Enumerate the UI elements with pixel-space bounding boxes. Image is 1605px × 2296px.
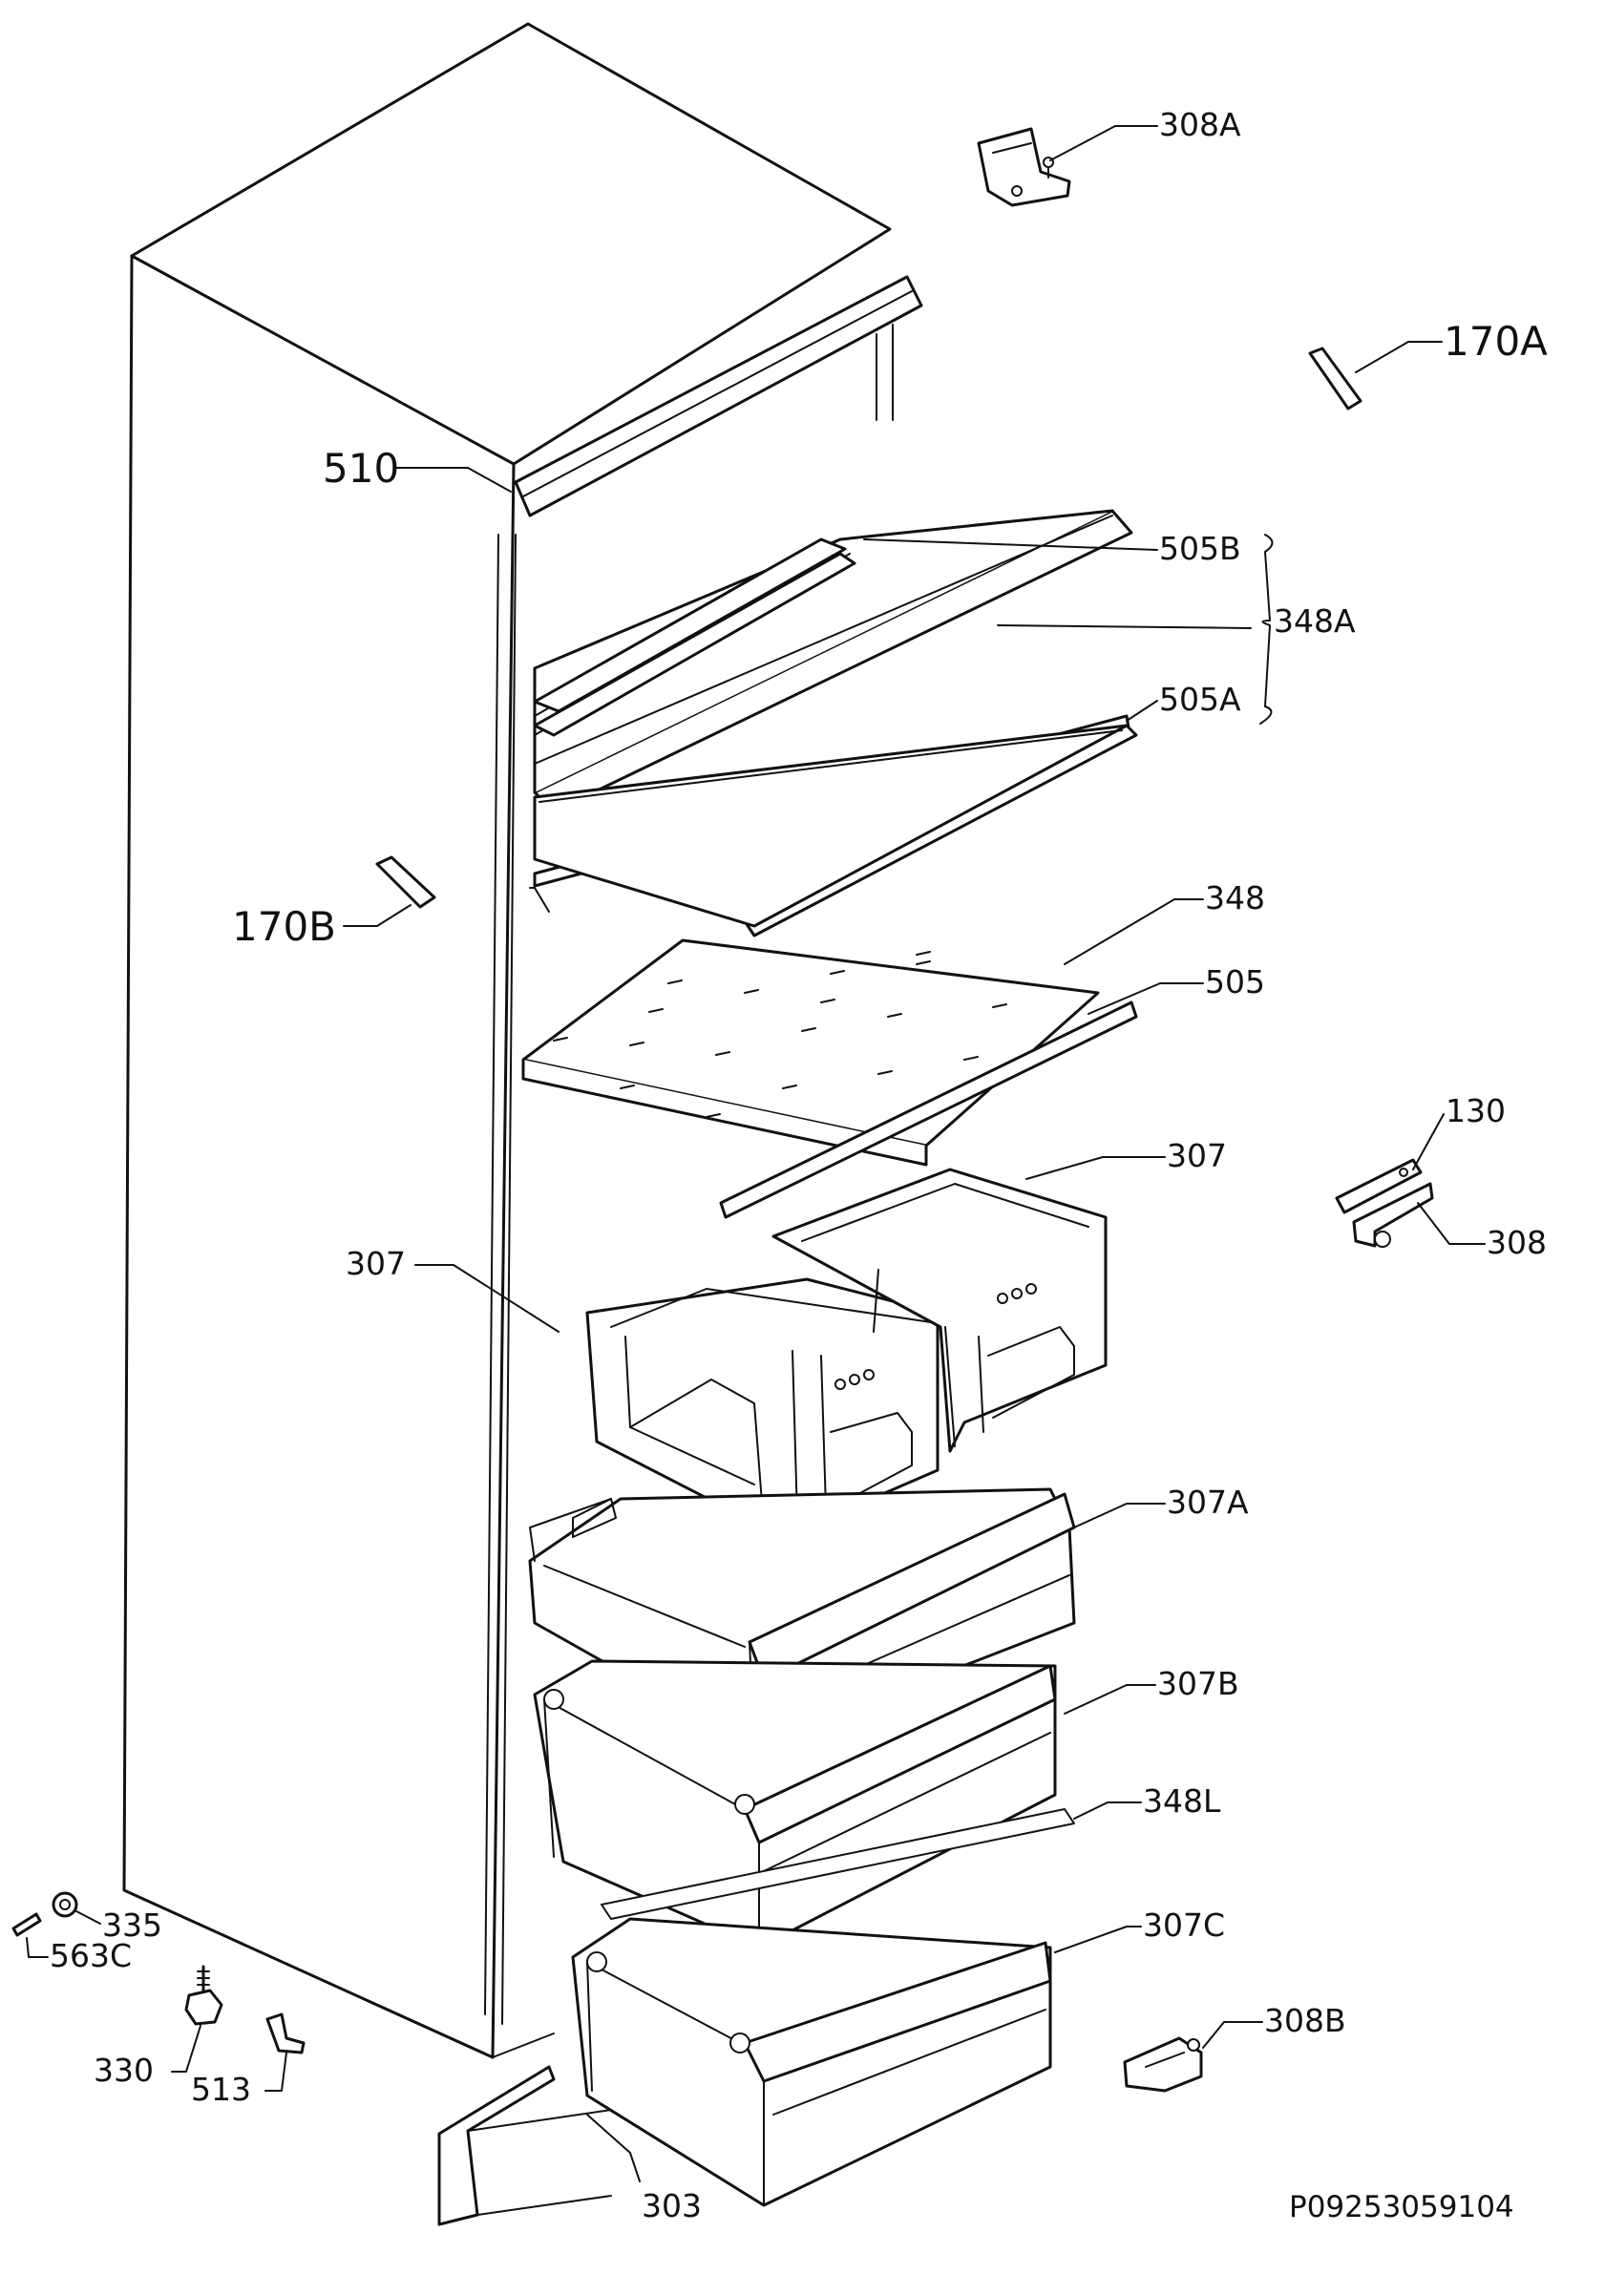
part-348-shelf [521,938,1138,1219]
label-308A: 308A [1159,106,1241,143]
part-170A-clip [1308,347,1362,411]
label-307-left: 307 [346,1245,406,1282]
cabinet-body [122,22,894,2059]
label-510: 510 [323,445,399,492]
part-307-bin-left [585,1277,940,1529]
part-labels: 308A 170A 510 505B 348A 505A 170B 348 50… [50,106,1548,2224]
part-348L-glass-plate [601,1808,1075,1920]
label-335: 335 [102,1906,162,1944]
part-308A-hinge-top [977,127,1071,207]
part-330-adjustable-foot [184,1965,223,2026]
part-348A-glass-shelf [529,509,1138,937]
label-307B: 307B [1157,1665,1239,1702]
part-307B-drawer [533,1659,1057,1949]
part-308B-hinge-bottom [1123,2036,1203,2093]
part-307-bin-right [771,1168,1108,1453]
label-307-right: 307 [1167,1137,1227,1174]
label-307A: 307A [1167,1484,1249,1521]
label-348: 348 [1205,879,1265,916]
label-170A: 170A [1444,318,1548,365]
label-513: 513 [191,2071,251,2108]
label-308B: 308B [1264,2002,1346,2039]
part-170B-clip [375,855,436,909]
label-308: 308 [1487,1224,1547,1261]
label-307C: 307C [1143,1906,1225,1944]
label-505B: 505B [1159,530,1241,567]
label-505: 505 [1205,963,1265,1001]
leader-lines [26,125,1486,2182]
label-505A: 505A [1159,681,1241,718]
label-348A: 348A [1274,602,1356,640]
part-510-top-trim [514,275,923,517]
part-513-bracket [265,2012,306,2054]
part-307C-drawer [571,1917,1052,2207]
part-563C-pin [11,1912,42,1937]
part-335-cap [52,1891,78,1918]
label-348L: 348L [1143,1782,1221,1820]
part-130-hinge-plate [1335,1158,1434,1248]
label-130: 130 [1446,1092,1506,1129]
label-303: 303 [642,2187,702,2224]
label-330: 330 [94,2052,154,2089]
part-303-kick-plate [437,2065,612,2226]
label-563C: 563C [50,1937,132,1974]
label-170B: 170B [232,903,336,950]
drawing-reference-number: P09253059104 [1289,2190,1514,2224]
